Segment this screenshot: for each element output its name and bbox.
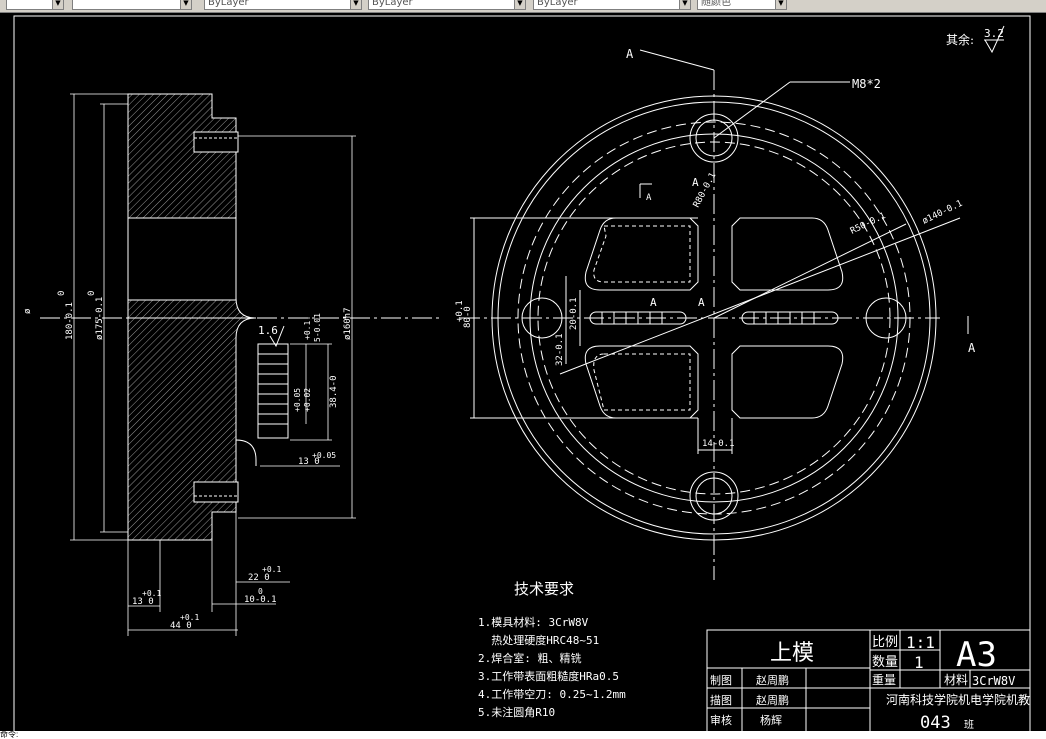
- tech-item: 4.工作带空刀: 0.25~1.2mm: [478, 687, 626, 701]
- tol-0-05: +0.05: [293, 388, 302, 412]
- dim-13: 13 0: [298, 457, 320, 467]
- tech-requirements: 技术要求 1.模具材料: 3CrW8V 热处理硬度HRC48~51 2.焊合室:…: [478, 580, 626, 719]
- linetype-combo-value: ByLayer: [208, 0, 249, 8]
- dim-14: 14-0.1: [702, 439, 735, 449]
- dim-175: ø175-0.1: [95, 297, 105, 340]
- dim-r50: R50-0.1: [849, 211, 887, 237]
- dim-80: 80-0: [463, 306, 473, 328]
- plotstyle-combo[interactable]: ByLayer ▼: [533, 0, 691, 10]
- dim-44-tol: +0.1: [180, 613, 199, 622]
- mark-a1: A: [646, 193, 652, 203]
- dim-22-tol: +0.1: [262, 565, 281, 574]
- command-prompt: 命令:: [0, 731, 19, 739]
- scale-label: 比例: [872, 635, 898, 650]
- part-name: 上模: [770, 641, 814, 666]
- roughness-prefix: 其余:: [946, 32, 974, 47]
- roughness-1-6: 1.6: [258, 324, 278, 337]
- traced-name: 赵周鹏: [756, 693, 789, 707]
- mark-a3: A: [650, 296, 657, 309]
- color-combo[interactable]: ▼: [72, 0, 192, 10]
- properties-toolbar: ▼ ▼ ByLayer ▼ ByLayer ▼ ByLayer ▼ 随颜色 ▼: [0, 0, 1046, 13]
- traced-label: 描图: [710, 693, 732, 707]
- qty-label: 数量: [872, 655, 898, 670]
- mark-a2: A: [692, 176, 699, 189]
- dim-175-tol: 0: [87, 291, 97, 296]
- lineweight-combo-value: ByLayer: [372, 0, 413, 8]
- chevron-down-icon[interactable]: ▼: [514, 0, 525, 9]
- plan-view-labels: A A M8*2 80-0 +0.1 20-0.1 32-0.1 14-0.1 …: [455, 47, 976, 449]
- dim-13-tol: +0.05: [312, 451, 336, 460]
- plotstyle-color-combo[interactable]: 随颜色 ▼: [697, 0, 787, 10]
- chevron-down-icon[interactable]: ▼: [52, 0, 63, 9]
- tol-5: 5-0.01: [313, 313, 322, 342]
- tech-item: 5.未注圆角R10: [478, 705, 555, 719]
- dim-13b-tol: +0.1: [142, 589, 161, 598]
- chevron-down-icon[interactable]: ▼: [350, 0, 361, 9]
- section-mark-right: A: [968, 341, 976, 355]
- material-value: 3CrW8V: [972, 674, 1015, 688]
- dim-44: 44 0: [170, 621, 192, 631]
- tech-title: 技术要求: [514, 580, 574, 598]
- tech-item: 1.模具材料: 3CrW8V: [478, 615, 589, 629]
- dim-80-tol: +0.1: [455, 300, 465, 322]
- dim-20: 20-0.1: [569, 297, 579, 330]
- scale-value: 1:1: [906, 633, 935, 652]
- school-name: 河南科技学院机电学院机教: [886, 692, 1030, 707]
- dim-13b: 13 0: [132, 597, 154, 607]
- tech-item: 2.焊合室: 粗、精铣: [478, 651, 582, 665]
- roughness-symbol-icon: [984, 25, 1005, 54]
- dim-dia-phi: ø: [23, 308, 33, 314]
- checked-name: 杨辉: [760, 713, 782, 727]
- roughness-note: 其余: 3.2: [946, 25, 1005, 54]
- plotstyle-combo-value: ByLayer: [537, 0, 578, 8]
- dim-10: 10-0.1: [244, 595, 277, 605]
- layer-combo[interactable]: ▼: [6, 0, 64, 10]
- plan-view: [460, 49, 969, 580]
- sheet-size: A3: [956, 635, 997, 675]
- dim-180-tol: 0: [57, 291, 67, 296]
- drawing-canvas[interactable]: 其余: 3.2: [0, 12, 1046, 739]
- cad-drawing: 其余: 3.2: [13, 15, 1031, 733]
- tech-item: 热处理硬度HRC48~51: [478, 633, 599, 647]
- dim-38-4: 38.4-0: [329, 375, 339, 408]
- roughness-symbol-icon: [269, 325, 285, 348]
- checked-label: 审核: [710, 713, 732, 727]
- weight-label: 重量: [872, 673, 896, 687]
- dim-160h7: ø160h7: [343, 307, 353, 340]
- material-label: 材料: [944, 673, 968, 687]
- side-view: ø 180-0.1 0 ø175-0.1 0 ø160h7 1.6 +0.1 5…: [23, 93, 440, 636]
- command-line[interactable]: 命令:: [0, 731, 1046, 739]
- dim-10-tol: 0: [258, 587, 263, 596]
- tech-item: 3.工作带表面粗糙度HRa0.5: [478, 669, 619, 683]
- drawn-label: 制图: [710, 674, 732, 687]
- drawing-suffix: 班: [964, 719, 974, 731]
- lineweight-combo[interactable]: ByLayer ▼: [368, 0, 526, 10]
- mark-a4: A: [698, 296, 705, 309]
- linetype-combo[interactable]: ByLayer ▼: [204, 0, 362, 10]
- plotstyle-color-value: 随颜色: [701, 0, 731, 8]
- chevron-down-icon[interactable]: ▼: [679, 0, 690, 9]
- dim-32: 32-0.1: [555, 333, 565, 366]
- thread-label: M8*2: [852, 77, 881, 91]
- tol-0-1: +0.1: [303, 321, 312, 340]
- dim-phi140: ø140-0.1: [921, 199, 964, 227]
- tol-0-02: +0.02: [303, 388, 312, 412]
- title-block: 上模 比例 1:1 数量 1 A3 重量 材料 3CrW8V 制图 赵周鹏 描图…: [706, 629, 1031, 733]
- dim-180: 180-0.1: [65, 302, 75, 340]
- drawing-number: 043: [920, 713, 951, 733]
- section-mark-top: A: [626, 47, 634, 61]
- dim-22: 22 0: [248, 573, 270, 583]
- drawn-name: 赵周鹏: [756, 673, 789, 687]
- chevron-down-icon[interactable]: ▼: [180, 0, 191, 9]
- chevron-down-icon[interactable]: ▼: [775, 0, 786, 9]
- qty-value: 1: [914, 653, 924, 672]
